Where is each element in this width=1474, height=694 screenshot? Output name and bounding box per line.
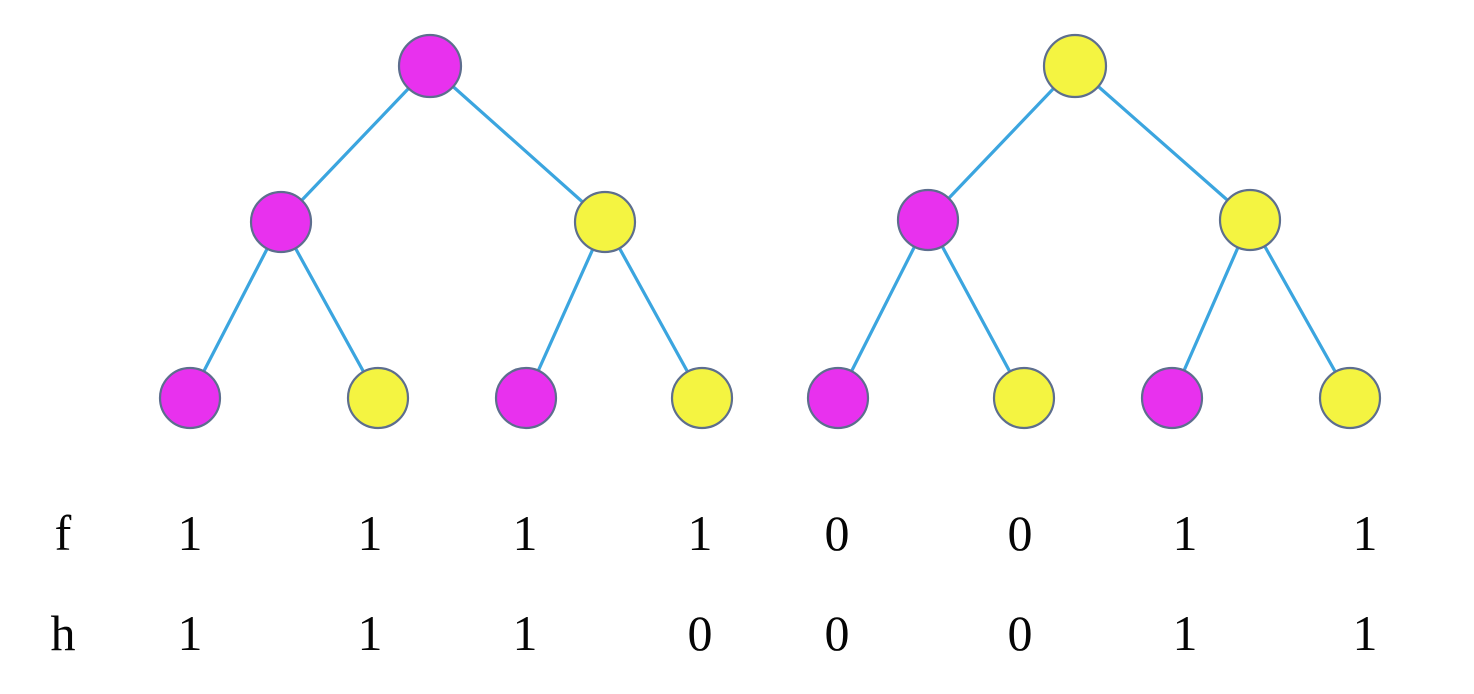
tree-edge: [1073, 64, 1252, 222]
edges-layer: [188, 64, 1352, 400]
row-h-value-2: 1: [358, 605, 383, 661]
row-f-value-2: 1: [358, 505, 383, 561]
tree-node-magenta[interactable]: [1140, 366, 1204, 430]
row-h-value-5: 0: [825, 605, 850, 661]
row-f-value-4: 1: [688, 505, 713, 561]
tree-node-magenta[interactable]: [397, 33, 463, 99]
tree-edge: [1170, 218, 1252, 400]
row-key-f: f: [55, 505, 72, 561]
tree-node-magenta[interactable]: [494, 366, 558, 430]
row-h-value-8: 1: [1353, 605, 1378, 661]
tree-node-yellow[interactable]: [346, 366, 410, 430]
tree-edge: [926, 218, 1026, 400]
row-f-value-8: 1: [1353, 505, 1378, 561]
row-f-value-3: 1: [513, 505, 538, 561]
tree-node-magenta[interactable]: [158, 366, 222, 430]
tree-node-magenta[interactable]: [249, 190, 313, 254]
row-key-h: h: [51, 605, 76, 661]
tree-node-yellow[interactable]: [1042, 33, 1108, 99]
row-h-value-3: 1: [513, 605, 538, 661]
tree-edge: [836, 218, 930, 400]
row-f-value-1: 1: [178, 505, 203, 561]
row-f-value-6: 0: [1008, 505, 1033, 561]
labels-layer: f 1 1 1 1 0 0 1 1 h 1 1 1 0 0 0 1 1: [51, 505, 1378, 661]
tree-node-yellow[interactable]: [670, 366, 734, 430]
tree-node-yellow[interactable]: [573, 190, 637, 254]
tree-node-magenta[interactable]: [896, 188, 960, 252]
tree-edge: [1248, 218, 1352, 400]
tree-node-yellow[interactable]: [1318, 366, 1382, 430]
row-f-value-7: 1: [1173, 505, 1198, 561]
tree-edge: [188, 220, 283, 400]
tree-edge: [428, 64, 607, 224]
tree-node-yellow[interactable]: [1218, 188, 1282, 252]
tree-node-magenta[interactable]: [806, 366, 870, 430]
tree-edge: [603, 220, 704, 400]
row-f-value-5: 0: [825, 505, 850, 561]
tree-edge: [279, 64, 432, 224]
row-h-value-6: 0: [1008, 605, 1033, 661]
row-h-value-4: 0: [688, 605, 713, 661]
row-h-value-7: 1: [1173, 605, 1198, 661]
tree-node-yellow[interactable]: [992, 366, 1056, 430]
row-h-value-1: 1: [178, 605, 203, 661]
tree-edge: [279, 220, 380, 400]
tree-edge: [926, 64, 1077, 222]
tree-edge: [524, 220, 607, 400]
nodes-layer: [158, 33, 1382, 430]
